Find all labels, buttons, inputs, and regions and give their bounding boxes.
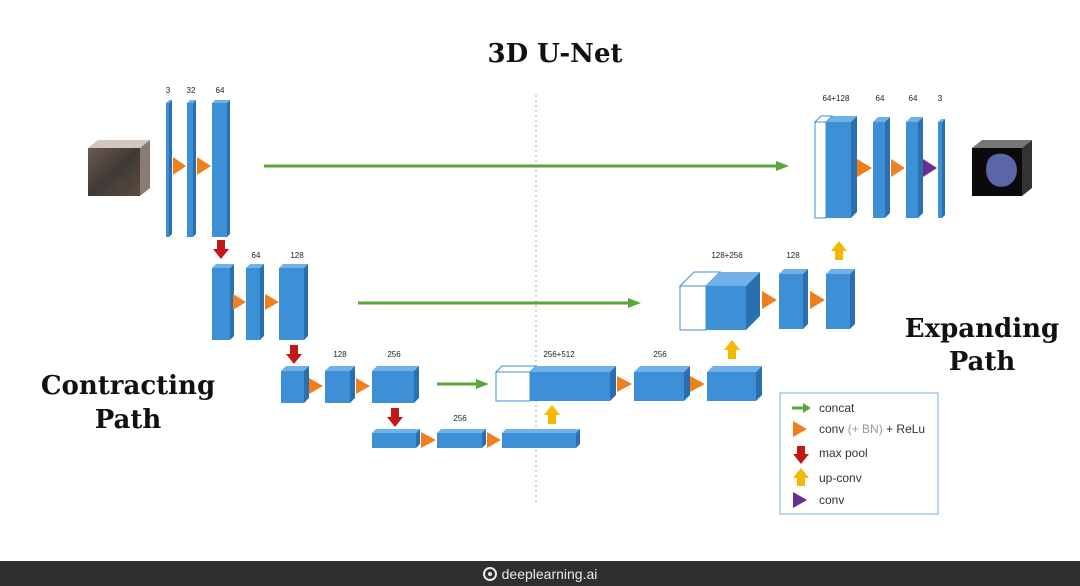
concat-arrow-level2 <box>358 298 641 308</box>
block-l3-pooled <box>281 366 309 403</box>
channels-l1-b: 64 <box>216 86 225 95</box>
maxpool-arrow <box>286 345 302 364</box>
concat-arrow-level3 <box>437 379 489 389</box>
conv-arrow <box>421 432 436 448</box>
legend-maxpool-icon <box>793 446 809 464</box>
conv-arrow <box>309 378 323 394</box>
conv-arrow <box>762 291 777 309</box>
block-r1-concat <box>813 115 857 219</box>
legend: concat conv (+ BN) + ReLu max pool up-co… <box>779 392 939 515</box>
block-l3-128 <box>325 366 355 403</box>
block-l4-256b <box>502 429 580 448</box>
upconv-arrow <box>724 340 740 359</box>
legend-maxpool-label: max pool <box>819 446 868 460</box>
block-r1-64a <box>873 117 890 218</box>
contracting-label-line1: Contracting <box>41 371 215 401</box>
legend-upconv-icon <box>793 468 809 486</box>
block-l2-128 <box>279 264 308 340</box>
channels-r1-out: 3 <box>938 94 943 103</box>
channels-l1-input: 3 <box>166 86 171 95</box>
block-l1-32 <box>187 100 196 237</box>
block-l2-pooled <box>212 264 234 340</box>
footer-brand: deeplearning.ai <box>501 565 598 582</box>
channels-l2-b: 128 <box>290 251 304 260</box>
conv-arrow <box>891 159 905 177</box>
channels-r1-b: 64 <box>909 94 918 103</box>
block-r3-256b <box>707 366 762 401</box>
input-volume-image <box>88 140 150 196</box>
upconv-arrow <box>831 241 847 260</box>
channels-l3-a: 128 <box>333 350 347 359</box>
maxpool-arrow <box>387 408 403 427</box>
channels-r3-b: 256 <box>653 350 667 359</box>
conv-arrow <box>810 291 825 309</box>
block-l1-input <box>166 100 172 237</box>
channels-l1-a: 32 <box>187 86 196 95</box>
block-r1-output <box>938 119 945 218</box>
block-r1-64b <box>906 117 923 218</box>
block-r2-128b <box>826 269 855 329</box>
footer-bar: deeplearning.ai <box>0 561 1080 586</box>
channels-r1-concat: 64+128 <box>823 94 850 103</box>
channels-r1-a: 64 <box>876 94 885 103</box>
conv-arrow <box>265 294 279 310</box>
conv-arrow <box>233 294 246 310</box>
diagram-title: 3D U-Net <box>487 39 622 69</box>
legend-concat-label: concat <box>819 401 855 415</box>
expanding-label-line1: Expanding <box>905 314 1059 344</box>
channels-r2-b: 128 <box>786 251 800 260</box>
maxpool-arrow <box>213 240 229 259</box>
conv-arrow <box>197 157 211 175</box>
legend-conv-icon <box>793 421 807 437</box>
block-l4-pooled <box>372 429 420 448</box>
channels-l2-a: 64 <box>252 251 261 260</box>
unet-diagram: 3D U-Net Contracting Path Expanding Path… <box>41 39 1059 515</box>
contracting-label-line2: Path <box>95 405 162 435</box>
deeplearning-logo-icon <box>482 566 497 581</box>
conv-arrow <box>617 376 632 392</box>
conv-arrow <box>857 159 872 177</box>
conv-arrow <box>487 432 501 448</box>
legend-final-conv-icon <box>793 492 807 508</box>
channels-r3-concat: 256+512 <box>543 350 575 359</box>
expanding-label-line2: Path <box>949 347 1016 377</box>
conv-arrow <box>173 157 186 175</box>
conv-arrow <box>690 376 705 392</box>
block-r2-128a <box>779 269 808 329</box>
block-l3-256 <box>372 366 419 403</box>
block-l4-256a <box>437 429 486 448</box>
block-r3-concat <box>494 365 616 402</box>
concat-arrow-level1 <box>264 161 789 171</box>
block-l1-64 <box>212 100 230 237</box>
channels-l3-b: 256 <box>387 350 401 359</box>
upconv-arrow <box>544 405 560 424</box>
final-conv-arrow <box>923 159 937 177</box>
channels-l4: 256 <box>453 414 467 423</box>
block-r3-256a <box>634 366 690 401</box>
legend-conv-label: conv (+ BN) + ReLu <box>819 422 925 436</box>
block-r2-concat <box>678 271 760 331</box>
conv-arrow <box>356 378 370 394</box>
block-l2-64 <box>246 264 264 340</box>
legend-concat-icon <box>792 403 811 413</box>
output-segmentation-image <box>972 140 1032 196</box>
legend-upconv-label: up-conv <box>819 471 862 485</box>
legend-final-conv-label: conv <box>819 493 844 507</box>
channels-r2-concat: 128+256 <box>711 251 743 260</box>
